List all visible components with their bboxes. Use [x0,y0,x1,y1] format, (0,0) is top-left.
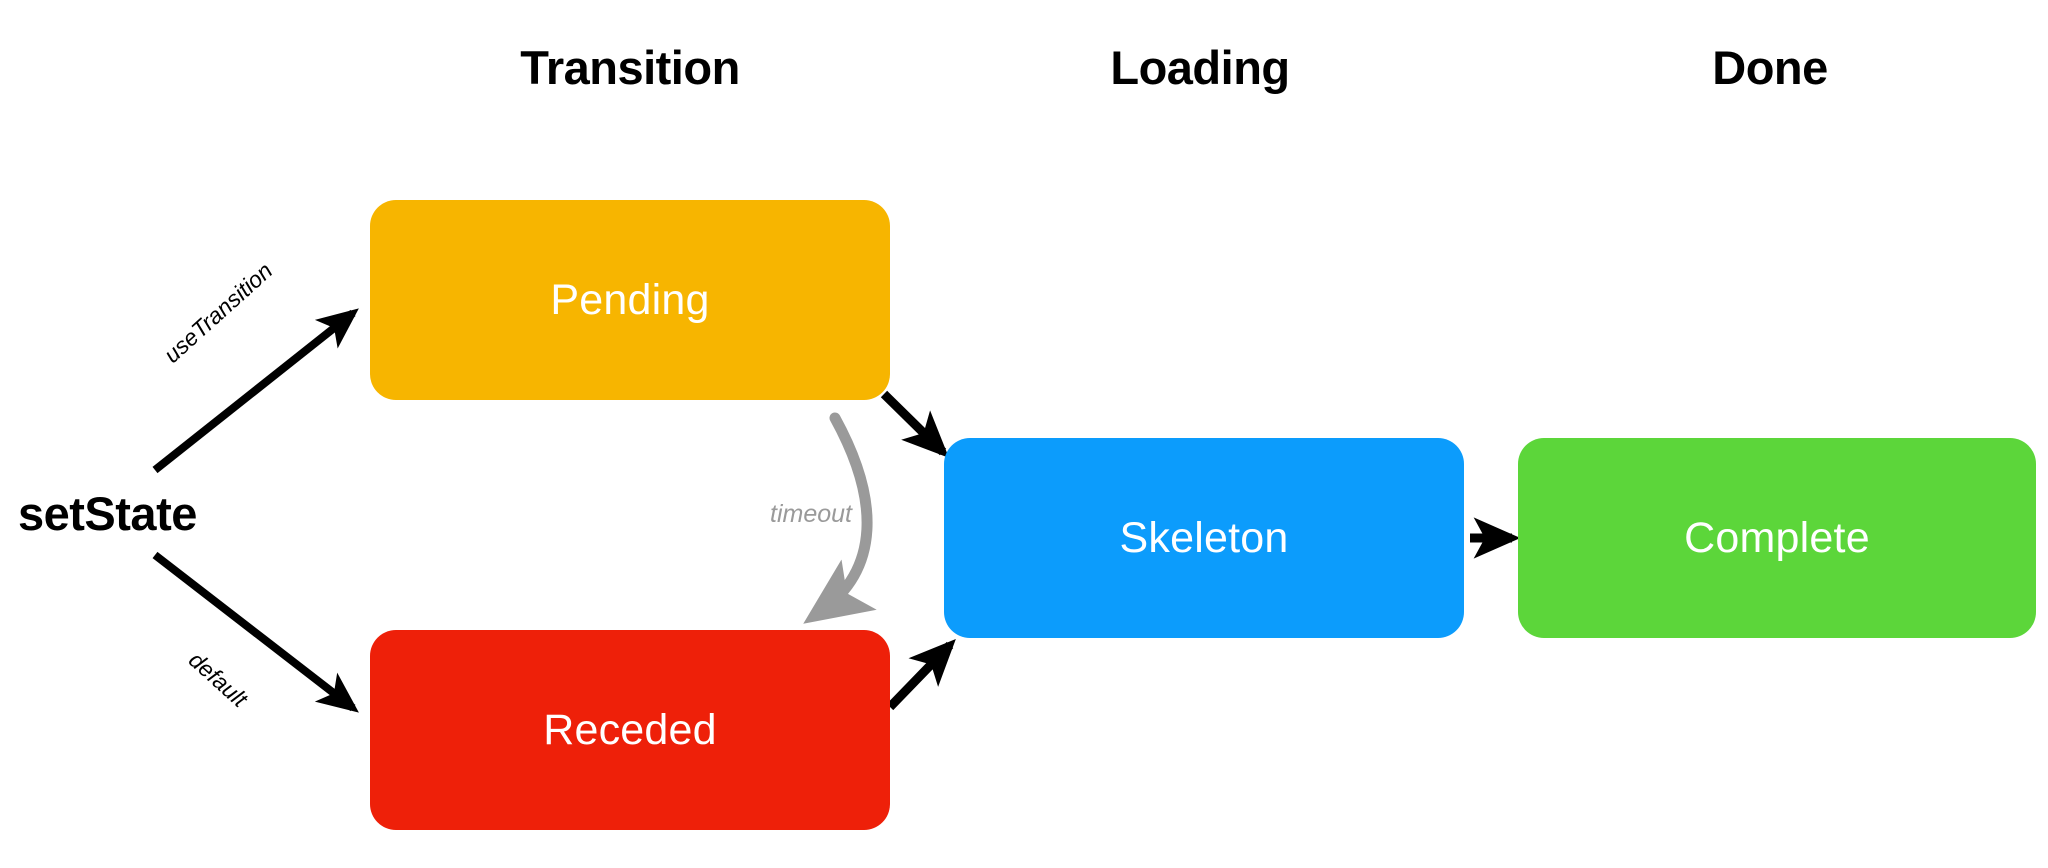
node-complete[interactable]: Complete [1518,438,2036,638]
node-pending-label: Pending [550,275,710,324]
node-receded[interactable]: Receded [370,630,890,830]
column-header-transition: Transition [520,41,740,94]
node-skeleton[interactable]: Skeleton [944,438,1464,638]
node-complete-label: Complete [1684,513,1870,562]
edge-label-usetransition: useTransition [158,257,278,368]
edge-label-timeout: timeout [770,500,852,528]
node-receded-label: Receded [543,705,717,754]
edge-pending-to-skeleton [880,390,950,458]
edge-setstate-to-receded [152,551,359,713]
column-header-done: Done [1712,41,1828,94]
node-setstate-label: setState [18,487,197,540]
edge-receded-to-skeleton [886,638,956,711]
edge-label-default: default [183,646,253,713]
node-skeleton-label: Skeleton [1119,513,1289,562]
column-header-loading: Loading [1110,41,1290,94]
node-pending[interactable]: Pending [370,200,890,400]
